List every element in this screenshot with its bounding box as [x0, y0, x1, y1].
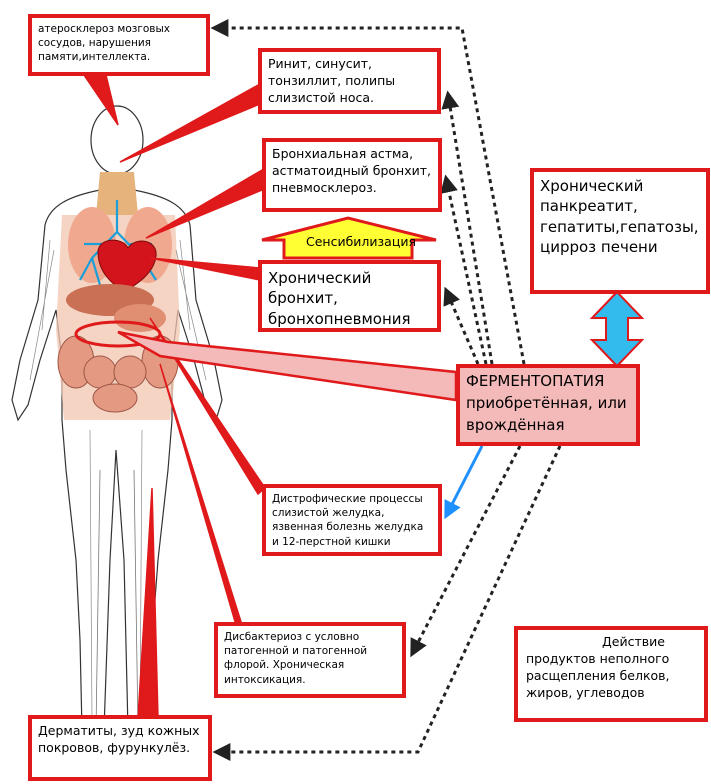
intestines — [57, 335, 179, 413]
box-asthma: Бронхиальная астма, астматоидный бронхит… — [262, 138, 442, 212]
arrow-to-rhinitis — [441, 90, 494, 365]
stomach — [114, 304, 166, 332]
box-dermatitis: Дерматиты, зуд кожных покровов, фурункул… — [28, 715, 212, 781]
pointer-stomach — [149, 317, 266, 496]
box-dystrophic: Дистрофические процессы слизистой желудк… — [262, 484, 442, 556]
blue-arrow-to-dystrophic — [444, 445, 484, 520]
box-bronchitis: Хронический бронхит, бронхопневмония — [258, 260, 441, 332]
head-outline — [90, 105, 144, 175]
blood-vessels — [29, 239, 207, 721]
pointer-lungs — [145, 168, 263, 239]
dashed-arrows — [210, 19, 562, 761]
box-rhinitis: Ринит, синусит, тонзиллит, полипы слизис… — [258, 48, 441, 114]
arrow-to-dysbacteriosis — [410, 445, 522, 658]
fermentopathy-title: ФЕРМЕНТОПАТИЯ — [466, 372, 605, 390]
fermentopathy-subtitle: приобретённая, или врождённая — [466, 393, 627, 434]
pointer-lines — [82, 74, 458, 719]
pointer-brain — [82, 74, 119, 126]
pointer-nose — [119, 82, 261, 163]
box-fermentopathy: ФЕРМЕНТОПАТИЯ приобретённая, или врождён… — [456, 364, 640, 446]
double-arrow-icon — [589, 290, 645, 368]
sensitization-arrow — [261, 216, 437, 260]
arrow-to-bronchitis — [443, 286, 480, 365]
heart — [97, 239, 157, 293]
arrow-to-atherosclerosis — [210, 19, 526, 365]
leg-lines — [95, 469, 139, 731]
body-figure — [11, 105, 223, 763]
box-pancreatitis: Хронический панкреатит, гепатиты,гепатоз… — [530, 168, 710, 294]
arrow-to-dermatitis — [212, 445, 562, 761]
label-sensitization: Сенсибилизация — [306, 234, 416, 249]
box-dysbacteriosis: Дисбактериоз с условно патогенной и пато… — [214, 622, 406, 698]
box-atherosclerosis: атеросклероз мозговых сосудов, нарушения… — [28, 14, 210, 76]
throat-fill — [96, 172, 138, 215]
legend-box: Действие продуктов неполного расщепления… — [514, 626, 708, 722]
pointer-intestine — [159, 363, 244, 626]
